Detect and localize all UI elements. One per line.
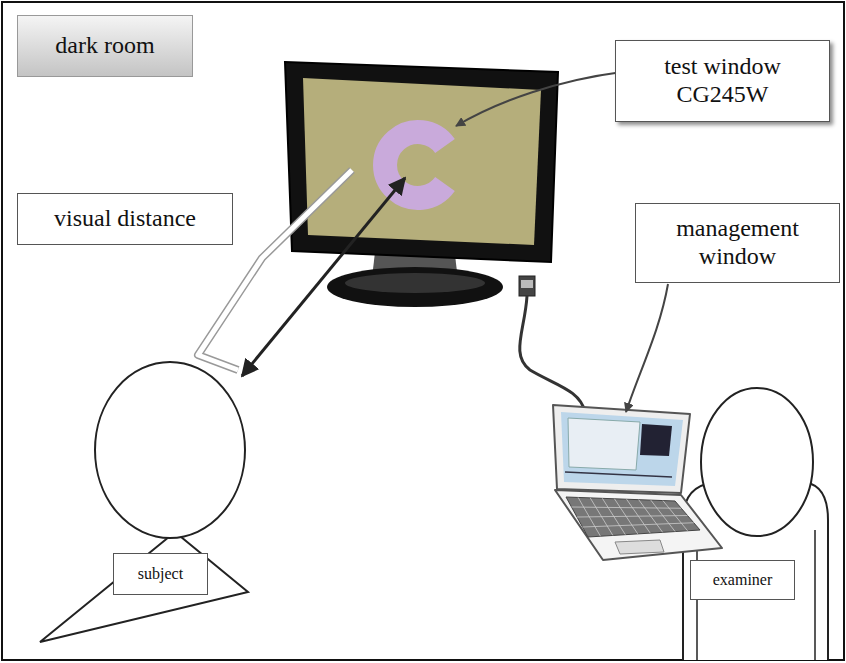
callout-box: test window CG245W xyxy=(615,40,830,122)
cable xyxy=(519,276,585,412)
monitor xyxy=(285,62,558,307)
label-text: management window xyxy=(644,215,831,270)
keyboard-keys xyxy=(572,497,694,536)
examiner-figure xyxy=(683,388,828,660)
leader-line xyxy=(626,284,668,412)
callout-box: management window xyxy=(635,203,840,283)
label-text: visual distance xyxy=(54,205,196,233)
label-text: examiner xyxy=(713,571,773,589)
leader-line xyxy=(456,72,622,126)
label-text: dark room xyxy=(55,32,154,60)
label-text: test window CG245W xyxy=(624,53,821,108)
label-text: subject xyxy=(138,565,183,583)
person-label: examiner xyxy=(690,560,795,600)
laptop xyxy=(553,405,722,560)
callout-box: visual distance xyxy=(17,193,233,245)
room-label: dark room xyxy=(17,15,193,77)
person-label: subject xyxy=(113,553,208,595)
distance-arrow xyxy=(242,178,405,376)
subject-figure xyxy=(40,362,248,642)
landolt-ring xyxy=(385,132,445,198)
